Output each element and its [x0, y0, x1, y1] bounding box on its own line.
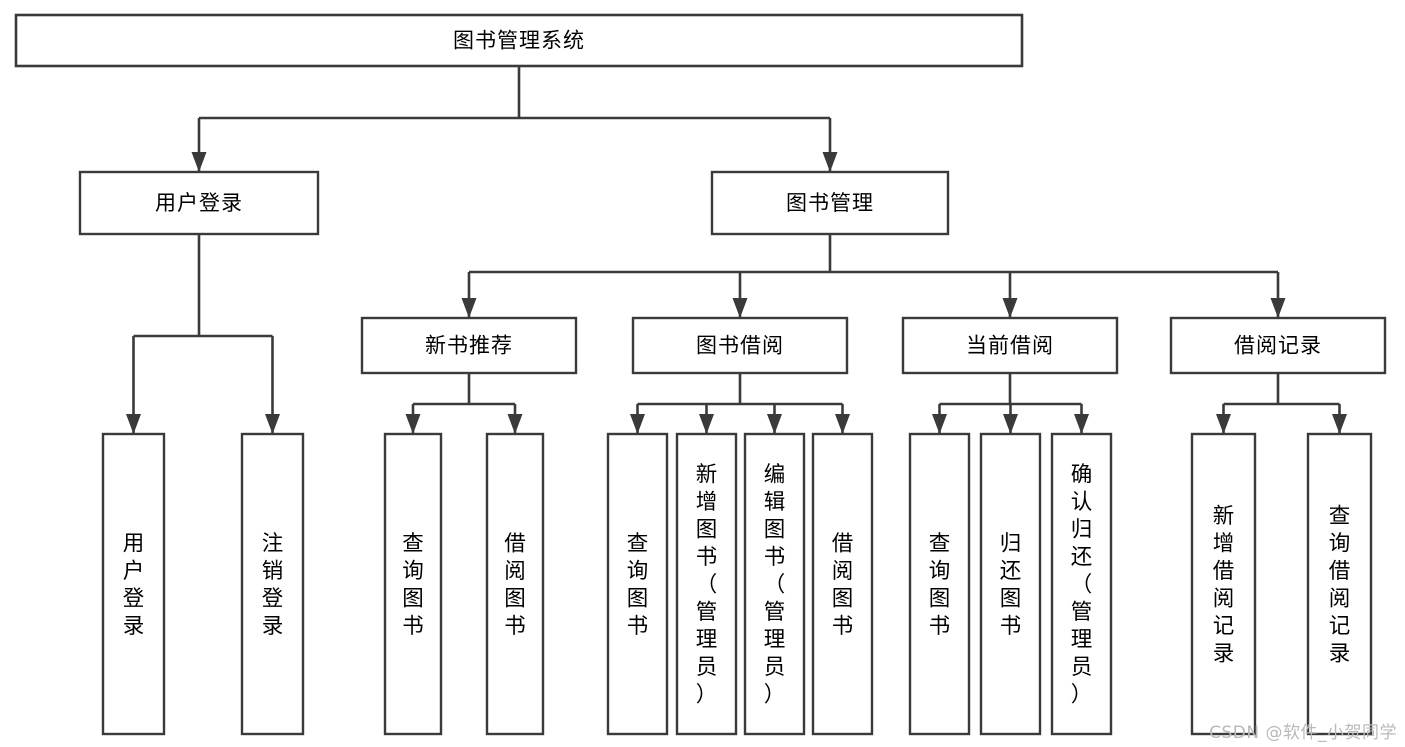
- node-recommend-query-book[interactable]: 查询图书: [383, 432, 443, 736]
- node-label-recommend-borrow-book: 借阅图书: [504, 531, 526, 639]
- node-box-current-confirm-return[interactable]: [1050, 432, 1113, 736]
- node-label-borrow-add-book: 新增图书（管理员）: [696, 463, 718, 708]
- node-box-user-login-do[interactable]: [101, 432, 166, 736]
- node-label-current-confirm-return: 确认归还（管理员）: [1071, 463, 1093, 708]
- node-label-new-book-recommend: 新书推荐: [425, 334, 513, 358]
- node-label-record-query: 查询借阅记录: [1329, 504, 1351, 667]
- node-box-recommend-borrow-book[interactable]: [485, 432, 545, 736]
- node-label-current-borrow: 当前借阅: [966, 334, 1054, 358]
- node-current-confirm-return[interactable]: 确认归还（管理员）: [1050, 432, 1113, 736]
- node-box-book-borrow[interactable]: [631, 316, 849, 375]
- node-new-book-recommend[interactable]: 新书推荐: [360, 316, 578, 375]
- connectors-layer: [126, 66, 1347, 434]
- node-book-borrow[interactable]: 图书借阅: [631, 316, 849, 375]
- node-label-borrow-record: 借阅记录: [1234, 334, 1322, 358]
- node-label-record-add: 新增借阅记录: [1213, 504, 1235, 667]
- watermark-text: CSDN @软件_小贺同学: [1209, 723, 1397, 743]
- node-box-user-logout[interactable]: [240, 432, 305, 736]
- node-box-borrow-query-book[interactable]: [606, 432, 669, 736]
- node-borrow-query-book[interactable]: 查询图书: [606, 432, 669, 736]
- node-label-book-borrow: 图书借阅: [696, 334, 784, 358]
- node-recommend-borrow-book[interactable]: 借阅图书: [485, 432, 545, 736]
- node-user-logout[interactable]: 注销登录: [240, 432, 305, 736]
- node-label-current-return-book: 归还图书: [1000, 531, 1022, 639]
- node-box-current-return-book[interactable]: [979, 432, 1042, 736]
- node-box-record-query[interactable]: [1306, 432, 1373, 736]
- node-box-current-borrow[interactable]: [901, 316, 1119, 375]
- node-user-login[interactable]: 用户登录: [78, 170, 320, 236]
- node-box-user-login[interactable]: [78, 170, 320, 236]
- node-user-login-do[interactable]: 用户登录: [101, 432, 166, 736]
- node-book-manage[interactable]: 图书管理: [710, 170, 950, 236]
- node-borrow-do-borrow[interactable]: 借阅图书: [811, 432, 874, 736]
- node-box-borrow-add-book[interactable]: [675, 432, 738, 736]
- node-box-new-book-recommend[interactable]: [360, 316, 578, 375]
- node-label-recommend-query-book: 查询图书: [402, 531, 424, 639]
- node-label-borrow-edit-book: 编辑图书（管理员）: [764, 463, 786, 708]
- node-record-add[interactable]: 新增借阅记录: [1190, 432, 1257, 736]
- node-label-borrow-query-book: 查询图书: [627, 531, 649, 639]
- node-box-borrow-edit-book[interactable]: [743, 432, 806, 736]
- node-current-borrow[interactable]: 当前借阅: [901, 316, 1119, 375]
- node-label-root: 图书管理系统: [453, 29, 585, 53]
- node-record-query[interactable]: 查询借阅记录: [1306, 432, 1373, 736]
- node-box-book-manage[interactable]: [710, 170, 950, 236]
- node-box-record-add[interactable]: [1190, 432, 1257, 736]
- node-label-user-login-do: 用户登录: [123, 531, 145, 639]
- node-box-recommend-query-book[interactable]: [383, 432, 443, 736]
- node-current-query-book[interactable]: 查询图书: [908, 432, 971, 736]
- node-root[interactable]: 图书管理系统: [14, 13, 1024, 68]
- node-label-book-manage: 图书管理: [786, 191, 874, 215]
- node-current-return-book[interactable]: 归还图书: [979, 432, 1042, 736]
- node-label-borrow-do-borrow: 借阅图书: [832, 531, 854, 639]
- node-borrow-record[interactable]: 借阅记录: [1169, 316, 1387, 375]
- node-label-user-logout: 注销登录: [262, 531, 284, 639]
- node-box-root[interactable]: [14, 13, 1024, 68]
- node-label-current-query-book: 查询图书: [929, 531, 951, 639]
- node-borrow-edit-book[interactable]: 编辑图书（管理员）: [743, 432, 806, 736]
- nodes-layer: 图书管理系统用户登录用户登录注销登录图书管理新书推荐查询图书借阅图书图书借阅查询…: [14, 13, 1387, 736]
- node-label-user-login: 用户登录: [155, 191, 243, 215]
- node-box-current-query-book[interactable]: [908, 432, 971, 736]
- node-borrow-add-book[interactable]: 新增图书（管理员）: [675, 432, 738, 736]
- node-box-borrow-do-borrow[interactable]: [811, 432, 874, 736]
- node-box-borrow-record[interactable]: [1169, 316, 1387, 375]
